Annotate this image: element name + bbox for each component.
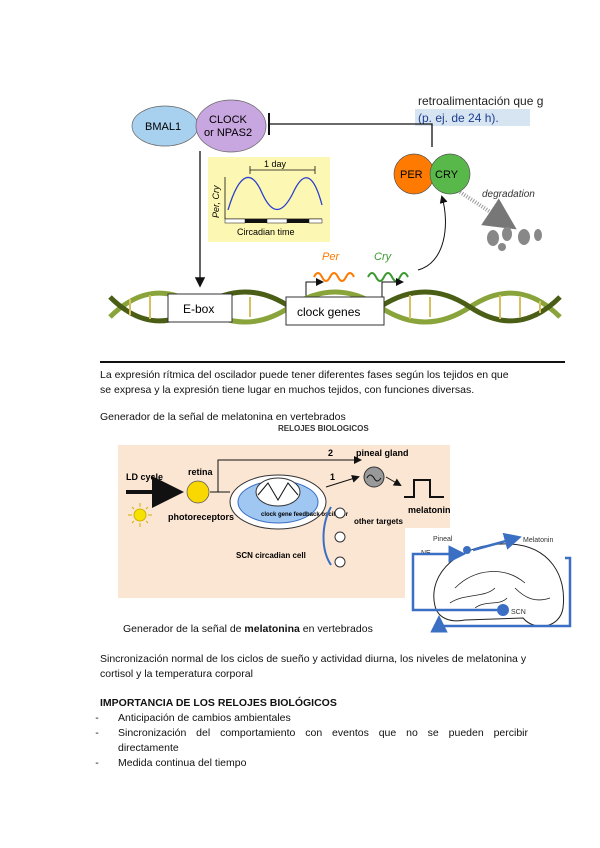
per-protein-label: PER <box>400 169 423 181</box>
path-1-arrow <box>325 474 360 488</box>
cry-protein-circle <box>429 153 471 195</box>
clock-genes-box <box>285 296 385 326</box>
feedback-text-line1: retroalimentación que g <box>418 94 543 108</box>
feedback-pathway <box>430 556 572 633</box>
melatonin-pulse <box>404 479 444 498</box>
feedback-text-line2: (p. ej. de 24 h). <box>418 111 499 125</box>
melatonin-pathway-diagram: RELOJES BIOLÓGICOS LD cycle retina photo… <box>118 425 450 598</box>
day-label: 1 day <box>264 159 287 169</box>
x-axis-label: Circadian time <box>237 227 295 237</box>
inset-graph-bg <box>208 157 330 242</box>
sun-icon <box>128 503 152 527</box>
horizontal-rule <box>100 361 565 363</box>
degradation-arrow <box>458 190 517 230</box>
photoreceptors-label: photoreceptors <box>168 512 234 522</box>
brain-melatonin-diagram: SCN Pineal NE Melatonin <box>405 528 575 638</box>
caption-melatonin-1: Generador de la señal de melatonina en v… <box>100 411 346 423</box>
feedback-highlight <box>415 109 530 126</box>
scn-label: SCN <box>511 609 526 616</box>
list-item-text: Sincronización del comportamiento con ev… <box>118 727 528 754</box>
path-2-arrow <box>217 456 362 492</box>
paragraph-sync: Sincronización normal de los ciclos de s… <box>100 653 527 680</box>
ebox-label: E-box <box>183 302 214 316</box>
output-bracket <box>322 506 332 566</box>
importance-list: -Anticipación de cambios ambientales -Si… <box>88 711 528 771</box>
caption-melatonin-2: Generador de la señal de melatonina en v… <box>123 622 373 637</box>
pineal-gland-label: pineal gland <box>356 448 409 458</box>
retina-circle <box>186 480 210 504</box>
ld-cycle-label: LD cycle <box>126 472 163 482</box>
transcription-arrow-2 <box>381 278 404 297</box>
scn-cell-label: SCN circadian cell <box>236 551 306 560</box>
clock-ellipse <box>195 99 267 153</box>
paragraph-rhythmic-expression: La expresión rítmica del oscilador puede… <box>100 369 509 396</box>
cry-mrna <box>367 272 409 282</box>
per-gene-label: Per <box>322 251 340 263</box>
clock-genes-label: clock genes <box>297 305 360 319</box>
caption2-bold: melatonina <box>244 623 300 635</box>
scn-to-pineal-pathway <box>411 545 497 612</box>
list-item-text: Anticipación de cambios ambientales <box>118 712 291 724</box>
fig2-top-label: RELOJES BIOLÓGICOS <box>278 425 369 433</box>
list-item: -Anticipación de cambios ambientales <box>95 712 291 724</box>
caption2-text: Generador de la señal de <box>123 623 245 635</box>
section-heading: IMPORTANCIA DE LOS RELOJES BIOLÓGICOS <box>100 697 337 709</box>
degradation-label: degradation <box>482 189 535 200</box>
clock-label: CLOCK <box>209 114 248 126</box>
transcription-arrow-1 <box>305 278 324 297</box>
caption2-end: en vertebrados <box>299 623 373 635</box>
oscillator-label: clock gene feedback oscillator <box>261 512 349 518</box>
other-targets-label: other targets <box>354 517 403 526</box>
npas2-label: or NPAS2 <box>204 127 252 139</box>
pineal-dot <box>463 546 471 554</box>
path-2-label: 2 <box>328 448 333 458</box>
cry-gene-label: Cry <box>374 251 393 263</box>
inhibition-line <box>269 123 433 147</box>
retina-label: retina <box>188 467 214 477</box>
translation-arrow <box>417 195 448 271</box>
y-axis-label: Per, Cry <box>211 185 221 218</box>
list-item: -Sincronización del comportamiento con e… <box>95 727 528 754</box>
melatonin-release-arrow <box>472 532 522 552</box>
target-icons <box>334 507 346 568</box>
list-item-text: Medida continua del tiempo <box>118 757 247 769</box>
melatonin-label: melatonin <box>408 505 450 515</box>
degraded-fragments <box>487 227 542 251</box>
rhythm-curve <box>227 176 323 211</box>
ebox-box <box>167 293 233 323</box>
melatonin-label-brain: Melatonin <box>523 537 553 544</box>
pineal-gland-icon <box>363 466 385 488</box>
path-1-label: 1 <box>330 472 335 482</box>
list-item: -Medida continua del tiempo <box>95 757 247 769</box>
pineal-label: Pineal <box>433 536 453 543</box>
cry-protein-label: CRY <box>435 169 459 181</box>
molecular-clock-diagram: retroalimentación que g (p. ej. de 24 h)… <box>108 94 562 326</box>
bmal1-label: BMAL1 <box>145 121 181 133</box>
per-mrna <box>313 272 355 282</box>
scn-dot <box>497 604 509 616</box>
oscillator-core <box>255 477 301 507</box>
